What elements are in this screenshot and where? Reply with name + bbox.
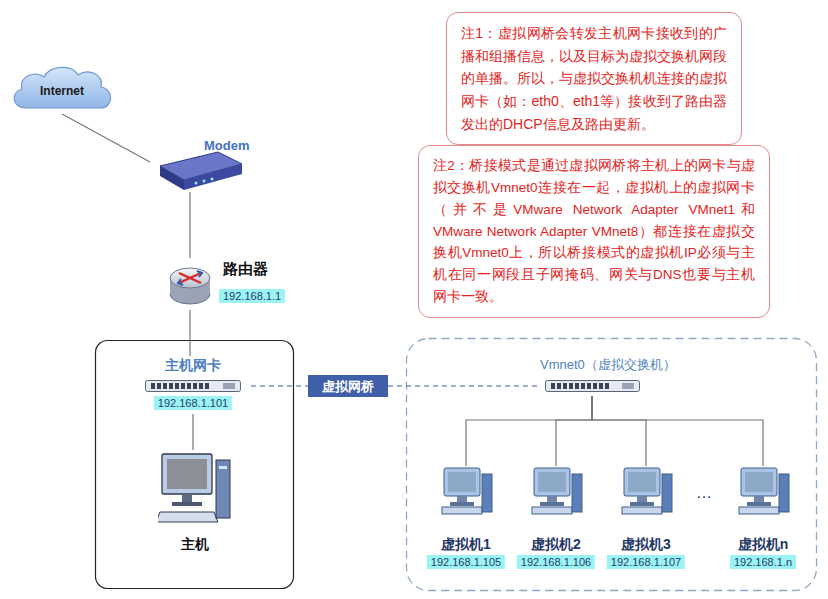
bridge-link (251, 385, 308, 386)
network-link (189, 192, 190, 258)
icon (158, 450, 232, 530)
icon (145, 380, 241, 392)
ellipsis: … (696, 484, 712, 502)
node-label: Internet (40, 84, 84, 98)
ip-address: 192.168.1.1 (219, 289, 285, 303)
ip-address: 192.168.1.107 (607, 555, 685, 569)
virtual-bridge: 虚拟网桥 (308, 375, 388, 397)
network-link (466, 396, 592, 466)
network-link (192, 414, 193, 450)
node-label: 虚拟机1 (441, 536, 491, 554)
note-text: 注2：桥接模式是通过虚拟网桥将主机上的网卡与虚拟交换机Vmnet0连接在一起，虚… (433, 155, 755, 308)
ip-address: 192.168.1.101 (154, 396, 232, 410)
icon (167, 262, 213, 308)
network-link (592, 396, 646, 466)
network-link (62, 114, 150, 162)
vm-icon (737, 466, 791, 516)
vm-icon (620, 466, 674, 516)
virtual-machine: 虚拟机2192.168.1.106 (510, 466, 602, 572)
ip-address: 192.168.1.106 (517, 555, 595, 569)
modem-device: Modem (150, 138, 260, 192)
icon (545, 380, 640, 392)
ip-address: 192.168.1.n (730, 555, 796, 569)
node-label: 虚拟网桥 (322, 378, 374, 396)
host-nic: 主机网卡 192.168.1.101 (135, 356, 251, 414)
vm-frame (407, 339, 817, 591)
node-label: 虚拟机2 (531, 536, 581, 554)
virtual-machine: 虚拟机3192.168.1.107 (600, 466, 692, 572)
note-box: 注1：虚拟网桥会转发主机网卡接收到的广播和组播信息，以及目标为虚拟交换机网段的单… (446, 12, 742, 145)
host-computer: 主机 (150, 450, 240, 556)
node-label: 虚拟机3 (621, 536, 671, 554)
node-label: Vmnet0（虚拟交换机） (540, 356, 676, 374)
internet-cloud: Internet (8, 62, 116, 114)
bridge-link (388, 385, 540, 386)
node-label: 主机网卡 (165, 357, 221, 375)
note-text: 注1：虚拟网桥会转发主机网卡接收到的广播和组播信息，以及目标为虚拟交换机网段的单… (461, 22, 727, 135)
router-device: 路由器 192.168.1.1 (165, 258, 305, 310)
virtual-machine: 虚拟机n192.168.1.n (717, 466, 809, 572)
host-frame (96, 341, 294, 589)
virtual-switch: Vmnet0（虚拟交换机） (540, 356, 700, 396)
node-label: Modem (204, 138, 250, 153)
vm-icon (440, 466, 494, 516)
network-link (189, 310, 190, 356)
virtual-machine: 虚拟机1192.168.1.105 (420, 466, 512, 572)
network-link (556, 396, 592, 466)
node-label: 路由器 (223, 260, 268, 279)
vm-icon (530, 466, 584, 516)
node-label: 虚拟机n (738, 536, 789, 554)
network-link (592, 396, 763, 466)
ip-address: 192.168.1.105 (427, 555, 505, 569)
note-box: 注2：桥接模式是通过虚拟网桥将主机上的网卡与虚拟交换机Vmnet0连接在一起，虚… (418, 145, 770, 318)
icon (156, 150, 246, 192)
node-label: 主机 (181, 536, 209, 554)
